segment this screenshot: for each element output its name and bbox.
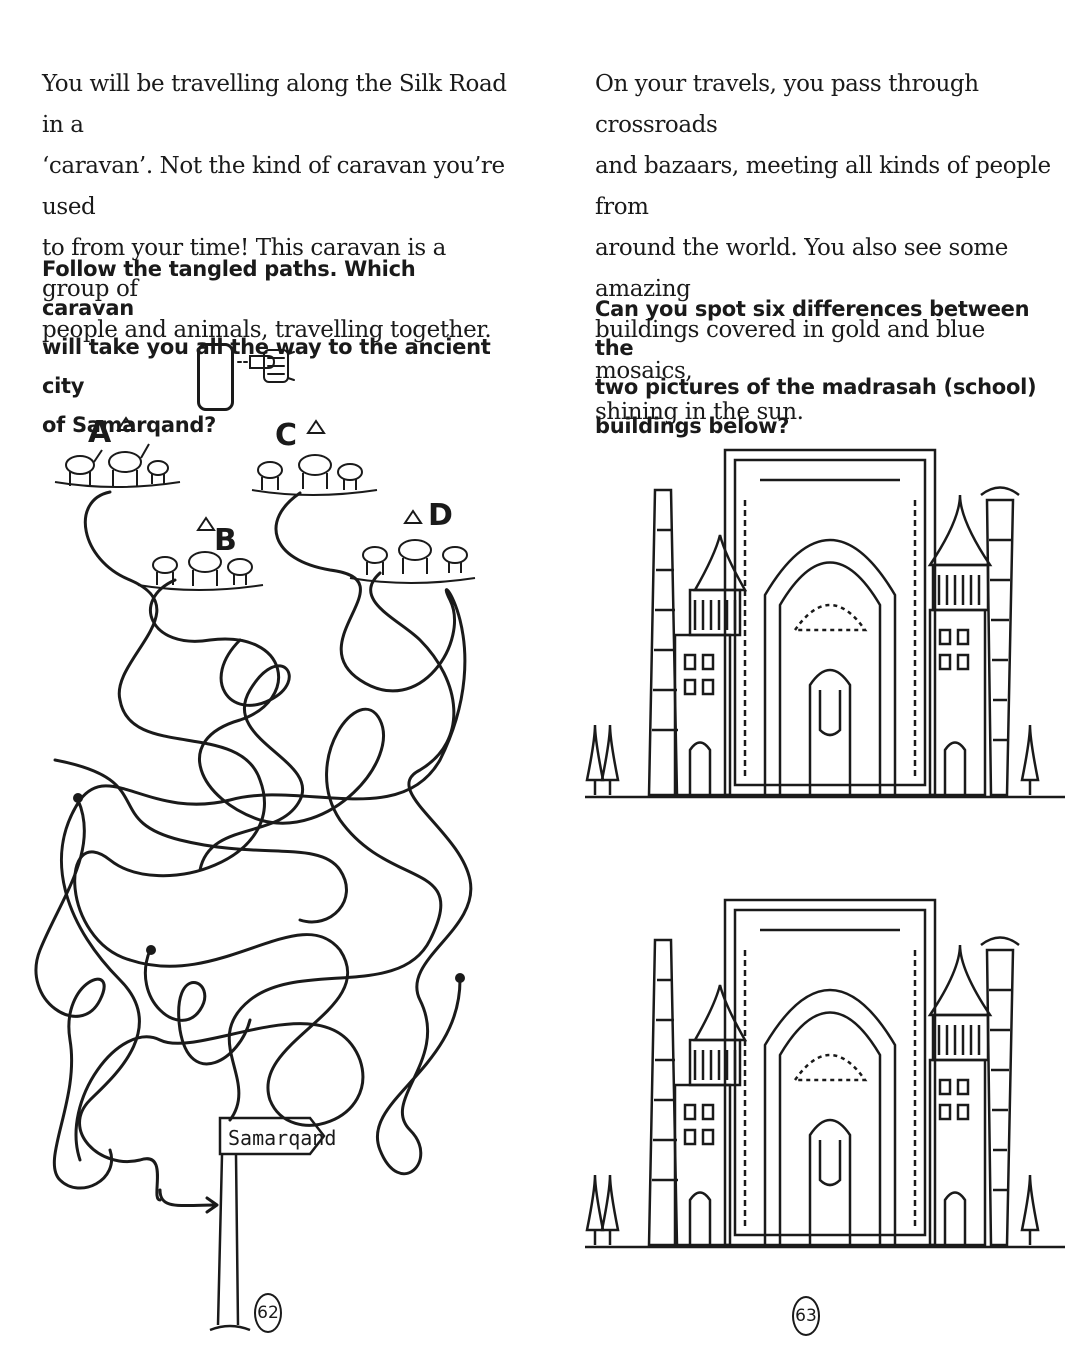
caravan-label-b: B: [214, 523, 237, 558]
pointing-hand-icon: [237, 349, 295, 383]
maze-path-b[interactable]: [149, 578, 443, 1122]
maze-path-a[interactable]: [73, 490, 365, 1162]
maze-path-d[interactable]: [369, 571, 473, 1176]
caravan-c[interactable]: C: [251, 418, 378, 496]
caravan-label-a: A: [88, 415, 112, 450]
signpost-icon: Samarqand: [209, 1116, 336, 1332]
caravan-a[interactable]: A: [54, 415, 181, 488]
differences-task-text: Can you spot six differences between the…: [595, 297, 1037, 438]
madrasah-picture-1[interactable]: [583, 448, 1067, 799]
left-page: You will be travelling along the Silk Ro…: [34, 71, 507, 1333]
caravan-b[interactable]: B: [137, 516, 264, 591]
maze-illustration: A B C D: [34, 415, 476, 1332]
caravan-d[interactable]: D: [349, 498, 476, 584]
right-page: On your travels, you pass through crossr…: [540, 0, 1080, 1350]
caravan-label-c: C: [275, 418, 297, 453]
madrasah-pictures: [583, 448, 1067, 1249]
caravan-label-d: D: [428, 498, 453, 533]
page-number-left: 62: [254, 1293, 282, 1333]
maze-path-c[interactable]: [59, 491, 467, 1202]
madrasah-picture-2[interactable]: [583, 898, 1067, 1249]
right-intro-text: On your travels, you pass through crossr…: [595, 71, 1051, 425]
signpost-label: Samarqand: [228, 1126, 336, 1150]
left-intro-text: You will be travelling along the Silk Ro…: [42, 71, 507, 343]
answer-box[interactable]: [197, 343, 234, 411]
maze-task-text: Follow the tangled paths. Which caravan …: [42, 257, 491, 437]
page-number-right: 63: [792, 1296, 820, 1336]
